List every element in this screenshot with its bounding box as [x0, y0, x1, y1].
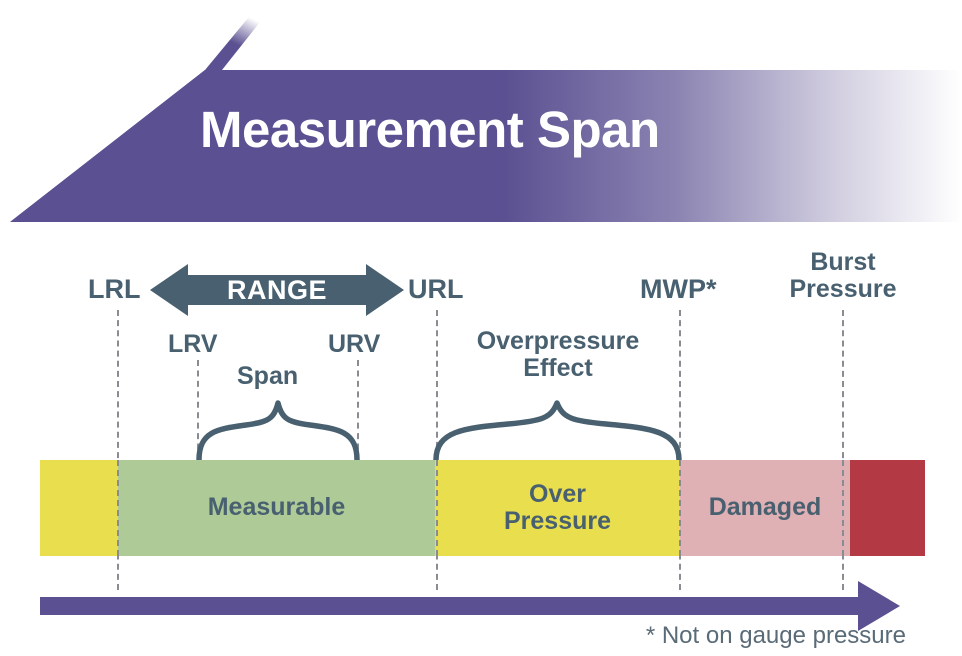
overpressure-brace [433, 400, 682, 463]
range-arrow-label: RANGE [226, 274, 327, 305]
dash-line-burst-overlay [842, 460, 844, 556]
header-banner: Measurement Span [0, 0, 962, 236]
marker-label-url: URL [408, 274, 464, 304]
marker-label-mwp: MWP* [640, 274, 717, 304]
overpressure-effect-line1: Overpressure [476, 327, 640, 355]
segment-damaged [680, 460, 850, 556]
range-arrow: RANGE [150, 262, 404, 318]
dash-line-burst [842, 310, 844, 590]
overpressure-effect-label: Overpressure Effect [452, 328, 664, 382]
banner-tip [205, 12, 268, 70]
range-arrow-shape [150, 264, 404, 316]
banner-body [10, 70, 962, 222]
segment-below-range [40, 460, 118, 556]
dash-line-url-overlay [436, 460, 438, 556]
axis-arrow [40, 581, 900, 631]
marker-label-urv: URV [328, 330, 381, 358]
banner-left-edge [10, 70, 222, 222]
segment-overpressure [435, 460, 680, 556]
dash-line-urv [357, 360, 359, 460]
marker-label-lrv: LRV [168, 330, 218, 358]
banner-shape [10, 12, 962, 222]
brace-group [196, 400, 682, 463]
footnote-text: * Not on gauge pressure [645, 622, 906, 649]
span-label: Span [237, 362, 299, 390]
segment-measurable [118, 460, 435, 556]
dash-line-lrl [117, 310, 119, 590]
dash-line-lrv [197, 360, 199, 460]
page-title: Measurement Span [200, 101, 660, 158]
span-brace [196, 400, 360, 463]
overpressure-effect-line2: Effect [523, 354, 593, 382]
segment-burst [850, 460, 925, 556]
marker-label-burst: Burst Pressure [770, 249, 916, 303]
marker-label-burst-line2: Pressure [789, 275, 897, 303]
marker-label-burst-line1: Burst [810, 248, 876, 276]
dash-line-lrl-overlay [117, 460, 119, 556]
marker-label-lrl: LRL [88, 274, 141, 304]
axis-arrow-shape [40, 581, 900, 631]
dash-line-mwp-overlay [679, 460, 681, 556]
